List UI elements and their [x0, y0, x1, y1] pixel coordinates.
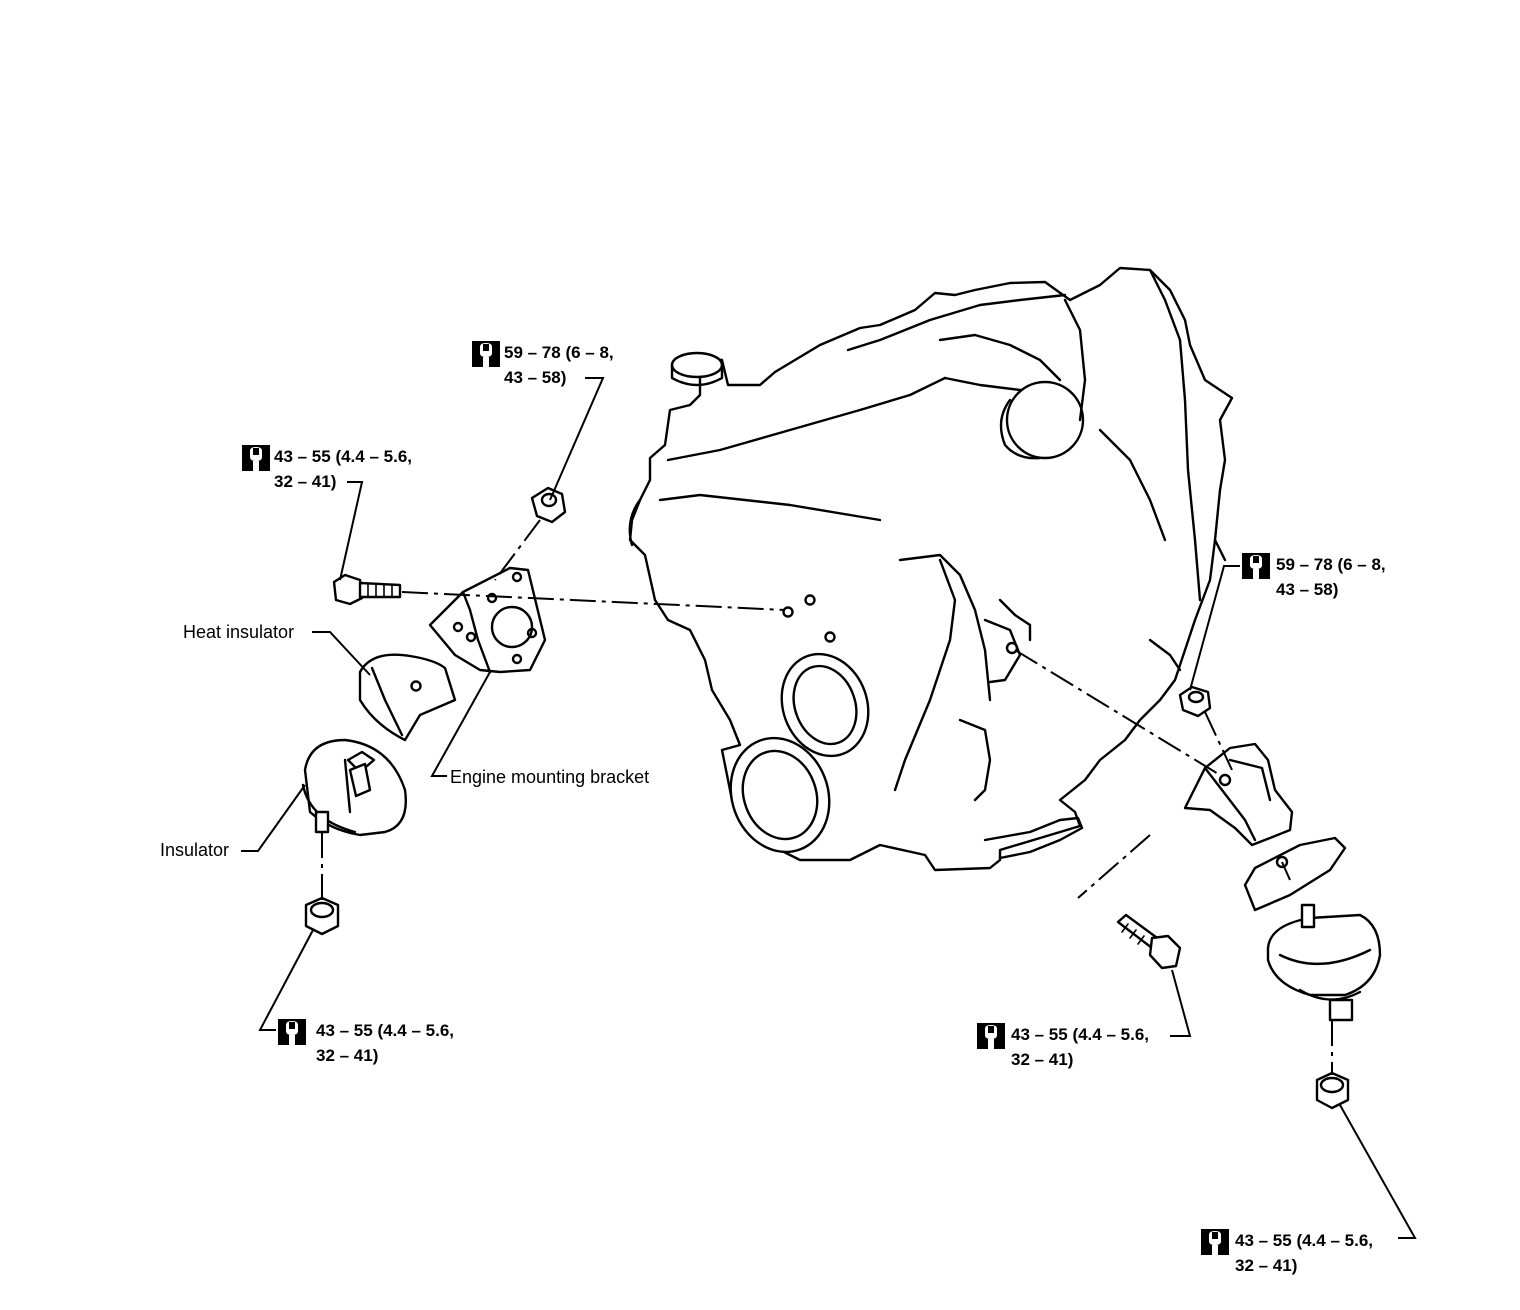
torque-right-upper-line2: 43 – 58) [1276, 580, 1339, 599]
leader-lower-left [258, 929, 314, 1031]
torque-right-bottom-line1: 43 – 55 (4.4 – 5.6, [1235, 1231, 1373, 1250]
centerline-left-bolt [401, 591, 786, 611]
right-nut-upper [1178, 685, 1212, 718]
torque-callout-right-bottom: 43 – 55 (4.4 – 5.6, 32 – 41) [1201, 1228, 1373, 1278]
left-bolt [332, 573, 402, 606]
torque-right-middle-line1: 43 – 55 (4.4 – 5.6, [1011, 1025, 1149, 1044]
torque-wrench-icon [278, 1019, 306, 1045]
heat-insulator-label: Heat insulator [183, 622, 295, 642]
torque-wrench-icon [242, 445, 270, 471]
left-engine-mounting-bracket [428, 566, 547, 674]
torque-wrench-icon [1242, 553, 1270, 579]
torque-wrench-icon [977, 1023, 1005, 1049]
right-heat-insulator-part [1243, 836, 1347, 912]
torque-right-bottom-line2: 32 – 41) [1235, 1256, 1298, 1275]
engine-mounting-bracket-label: Engine mounting bracket [450, 767, 650, 787]
torque-callout-upper-left: 43 – 55 (4.4 – 5.6, 32 – 41) [242, 444, 412, 494]
insulator-label: Insulator [160, 840, 230, 860]
right-insulator-part [1266, 903, 1382, 1022]
centerline-right-bracket [1014, 649, 1221, 776]
torque-callout-right-middle: 43 – 55 (4.4 – 5.6, 32 – 41) [977, 1022, 1149, 1072]
leader-right-upper [1189, 565, 1240, 691]
torque-right-upper-line1: 59 – 78 (6 – 8, [1276, 555, 1386, 574]
leader-insulator [241, 784, 306, 852]
left-nut-lower [304, 896, 340, 936]
leader-right-middle [1170, 969, 1192, 1037]
torque-lower-left-line2: 32 – 41) [316, 1046, 379, 1065]
right-nut-lower [1315, 1071, 1350, 1110]
torque-top-center-line2: 43 – 58) [504, 368, 567, 387]
leader-engine-bracket [430, 671, 491, 777]
left-insulator-part [301, 738, 407, 837]
right-bolt [1116, 913, 1182, 970]
torque-callout-lower-left: 43 – 55 (4.4 – 5.6, 32 – 41) [278, 1018, 454, 1068]
torque-callout-right-upper: 59 – 78 (6 – 8, 43 – 58) [1242, 552, 1386, 602]
leader-upper-left [339, 481, 364, 581]
centerline-top-nut [494, 519, 541, 581]
engine-assembly [628, 266, 1234, 872]
leader-top-center [549, 377, 605, 501]
torque-upper-left-line2: 32 – 41) [274, 472, 337, 491]
torque-callout-top-center: 59 – 78 (6 – 8, 43 – 58) [472, 340, 614, 390]
torque-wrench-icon [1201, 1229, 1229, 1255]
leader-heat-insulator [312, 631, 371, 676]
torque-right-middle-line2: 32 – 41) [1011, 1050, 1074, 1069]
left-nut-upper [530, 486, 567, 524]
leader-right-bottom [1339, 1104, 1417, 1239]
heat-insulator-part [358, 653, 457, 742]
centerline-right-nut [1204, 711, 1233, 771]
torque-wrench-icon [472, 341, 500, 367]
torque-top-center-line1: 59 – 78 (6 – 8, [504, 343, 614, 362]
right-engine-mounting-bracket [1183, 742, 1294, 847]
centerline-right-bolt [1077, 834, 1151, 899]
torque-upper-left-line1: 43 – 55 (4.4 – 5.6, [274, 447, 412, 466]
torque-lower-left-line1: 43 – 55 (4.4 – 5.6, [316, 1021, 454, 1040]
centerline-insulator [1281, 861, 1291, 881]
